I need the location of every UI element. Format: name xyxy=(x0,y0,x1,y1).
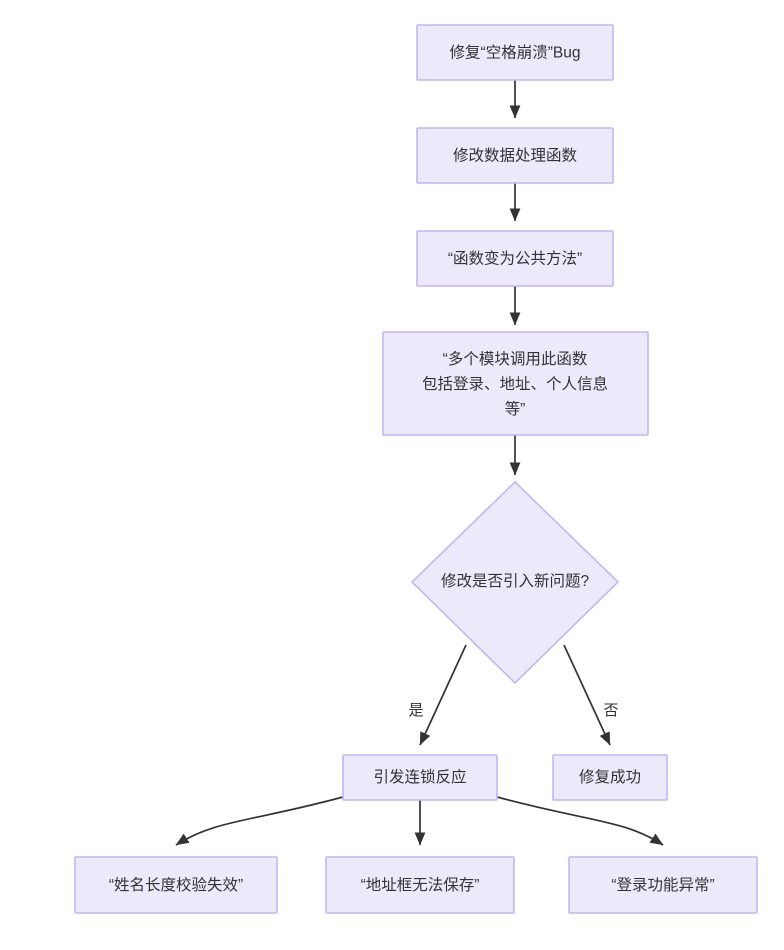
edge-label-no-bg xyxy=(600,699,622,721)
node-label-n8: “姓名长度校验失效” xyxy=(109,876,243,894)
node-function-became-public[interactable]: “函数变为公共方法” xyxy=(416,230,614,287)
node-rect[interactable] xyxy=(74,856,278,914)
node-label-n3: “函数变为公共方法” xyxy=(448,250,582,268)
node-rect[interactable] xyxy=(342,754,498,801)
edge-n6-n8 xyxy=(175,796,344,846)
node-diamond[interactable] xyxy=(410,480,620,685)
node-rect[interactable] xyxy=(416,24,614,81)
node-rect[interactable] xyxy=(416,127,614,184)
node-fix-success[interactable]: 修复成功 xyxy=(552,754,668,801)
node-modify-data-handler[interactable]: 修改数据处理函数 xyxy=(416,127,614,184)
node-name-length-validation-broken[interactable]: “姓名长度校验失效” xyxy=(74,856,278,914)
node-label-n7: 修复成功 xyxy=(579,768,641,786)
node-label-n10: “登录功能异常” xyxy=(611,876,714,894)
node-label-n1: 修复“空格崩溃”Bug xyxy=(450,44,581,62)
node-label-n4-line2: 包括登录、地址、个人信息 xyxy=(422,375,608,393)
node-label-n2: 修改数据处理函数 xyxy=(453,147,578,165)
node-rect[interactable] xyxy=(325,856,515,914)
node-login-function-abnormal[interactable]: “登录功能异常” xyxy=(568,856,758,914)
nodes-layer: 修复“空格崩溃”Bug 修改数据处理函数 “函数变为公共方法” “多个模块调用此… xyxy=(74,24,758,914)
node-label-n4-line3: 等” xyxy=(505,400,526,418)
node-label-n9: “地址框无法保存” xyxy=(361,876,480,894)
edges-layer xyxy=(175,80,664,846)
edge-label-yes: 是 xyxy=(408,702,423,719)
node-chain-reaction[interactable]: 引发连锁反应 xyxy=(342,754,498,801)
node-address-field-cannot-save[interactable]: “地址框无法保存” xyxy=(325,856,515,914)
edge-n6-n10 xyxy=(496,796,664,846)
node-multiple-modules-call[interactable]: “多个模块调用此函数 包括登录、地址、个人信息 等” xyxy=(382,331,649,436)
node-decision-new-issues[interactable]: 修改是否引入新问题? xyxy=(410,480,620,685)
node-label-n6: 引发连锁反应 xyxy=(373,767,466,786)
edge-labels-layer: 是 否 xyxy=(405,699,622,721)
node-rect[interactable] xyxy=(568,856,758,914)
edge-label-yes-bg xyxy=(405,699,427,721)
node-rect[interactable] xyxy=(382,331,649,436)
node-rect[interactable] xyxy=(552,754,668,801)
node-label-n4-line1: “多个模块调用此函数 xyxy=(443,350,588,368)
node-rect[interactable] xyxy=(416,230,614,287)
edge-n5-n7 xyxy=(563,644,611,746)
node-label-n5: 修改是否引入新问题? xyxy=(441,572,590,590)
node-fix-space-crash-bug[interactable]: 修复“空格崩溃”Bug xyxy=(416,24,614,81)
edge-n5-n6 xyxy=(419,644,467,746)
edge-label-no: 否 xyxy=(603,702,618,719)
